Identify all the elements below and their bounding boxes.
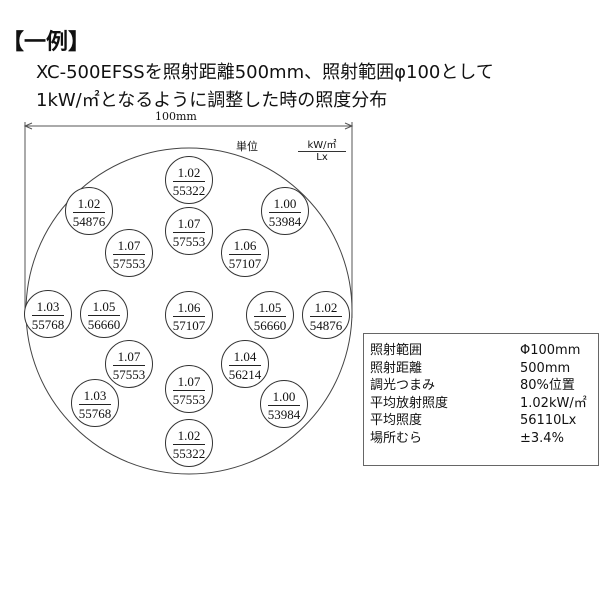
measurement-point: 1.05 56660 (80, 290, 128, 338)
summary-value: Φ100mm (520, 343, 581, 358)
summary-label: 照射範囲 (370, 343, 423, 358)
illuminance-value: 55768 (78, 406, 112, 421)
unit-numerator: kW/㎡ (298, 136, 346, 152)
irradiance-value: 1.02 (177, 428, 201, 443)
measurement-point: 1.00 53984 (261, 187, 309, 235)
irradiance-value: 1.03 (36, 299, 60, 314)
illuminance-value: 53984 (267, 407, 301, 422)
summary-row: 平均照度 56110Lx (370, 412, 598, 430)
dimension-label: 100mm (155, 110, 197, 123)
measurement-point: 1.05 56660 (246, 291, 294, 339)
summary-value: ±3.4% (520, 430, 564, 446)
illuminance-value: 57107 (172, 318, 206, 333)
summary-row: 照射範囲 Φ100mm (370, 342, 598, 360)
fraction-line (79, 404, 111, 405)
illuminance-value: 57553 (172, 392, 206, 407)
illuminance-value: 54876 (72, 214, 106, 229)
illuminance-value: 56214 (228, 367, 262, 382)
fraction-line (229, 254, 261, 255)
irradiance-value: 1.07 (177, 374, 201, 389)
measurement-point: 1.06 57107 (221, 229, 269, 277)
measurement-point: 1.00 53984 (260, 380, 308, 428)
fraction-line (173, 444, 205, 445)
summary-label: 場所むら (370, 430, 423, 446)
irradiance-value: 1.00 (272, 389, 296, 404)
summary-label: 調光つまみ (370, 378, 436, 393)
measurement-point: 1.07 57553 (105, 229, 153, 277)
fraction-line (268, 405, 300, 406)
irradiance-value: 1.04 (233, 349, 257, 364)
summary-box: 照射範囲 Φ100mm 照射距離 500mm 調光つまみ 80%位置平均放射照度 1.02k… (363, 333, 599, 466)
summary-row: 調光つまみ 80%位置 (370, 377, 598, 395)
fraction-line (113, 254, 145, 255)
fraction-line (310, 316, 342, 317)
irradiance-value: 1.06 (233, 238, 257, 253)
irradiance-value: 1.06 (177, 300, 201, 315)
summary-value: 80%位置 (520, 378, 575, 393)
illuminance-value: 57553 (172, 234, 206, 249)
measurement-point: 1.04 56214 (221, 340, 269, 388)
measurement-point: 1.07 57553 (165, 207, 213, 255)
illuminance-value: 55322 (172, 183, 206, 198)
illuminance-value: 57553 (112, 256, 146, 271)
fraction-line (73, 212, 105, 213)
fraction-line (229, 365, 261, 366)
measurement-point: 1.03 55768 (24, 290, 72, 338)
summary-value: 500mm (520, 360, 571, 376)
summary-row: 平均放射照度 1.02kW/㎡ (370, 395, 598, 413)
subtitle-line-2: 1kW/㎡となるように調整した時の照度分布 (36, 90, 388, 111)
fraction-line (173, 390, 205, 391)
fraction-line (32, 315, 64, 316)
irradiance-value: 1.02 (177, 165, 201, 180)
irradiance-value: 1.02 (77, 196, 101, 211)
summary-label: 照射距離 (370, 360, 423, 376)
illuminance-value: 56660 (253, 318, 287, 333)
illuminance-value: 55768 (31, 317, 65, 332)
measurement-point: 1.02 54876 (65, 187, 113, 235)
irradiance-value: 1.07 (117, 238, 141, 253)
measurement-point: 1.07 57553 (165, 365, 213, 413)
summary-row: 照射距離 500mm (370, 360, 598, 378)
fraction-line (88, 315, 120, 316)
unit-denominator: Lx (316, 152, 328, 163)
measurement-point: 1.06 57107 (165, 291, 213, 339)
measurement-point: 1.03 55768 (71, 379, 119, 427)
illuminance-value: 55322 (172, 446, 206, 461)
fraction-line (173, 316, 205, 317)
summary-value: 56110Lx (520, 413, 577, 428)
measurement-point: 1.07 57553 (105, 340, 153, 388)
summary-label: 平均照度 (370, 413, 423, 428)
irradiance-value: 1.00 (273, 196, 297, 211)
illuminance-value: 57107 (228, 256, 262, 271)
fraction-line (113, 365, 145, 366)
illuminance-value: 53984 (268, 214, 302, 229)
irradiance-value: 1.02 (314, 300, 338, 315)
fraction-line (269, 212, 301, 213)
fraction-line (254, 316, 286, 317)
illuminance-value: 54876 (309, 318, 343, 333)
irradiance-value: 1.07 (117, 349, 141, 364)
irradiance-value: 1.05 (258, 300, 282, 315)
summary-row: 場所むら ±3.4% (370, 430, 598, 448)
measurement-point: 1.02 54876 (302, 291, 350, 339)
fraction-line (173, 232, 205, 233)
irradiance-value: 1.07 (177, 216, 201, 231)
illuminance-value: 57553 (112, 367, 146, 382)
unit-label: 単位 (236, 140, 258, 153)
fraction-line (173, 181, 205, 182)
summary-value: 1.02kW/㎡ (520, 395, 587, 411)
irradiance-value: 1.05 (92, 299, 116, 314)
subtitle-line-1: XC-500EFSSを照射距離500mm、照射範囲φ100として (36, 62, 494, 83)
example-heading: 【一例】 (2, 30, 91, 55)
summary-label: 平均放射照度 (370, 395, 449, 411)
measurement-point: 1.02 55322 (165, 419, 213, 467)
illuminance-value: 56660 (87, 317, 121, 332)
irradiance-value: 1.03 (83, 388, 107, 403)
measurement-point: 1.02 55322 (165, 156, 213, 204)
